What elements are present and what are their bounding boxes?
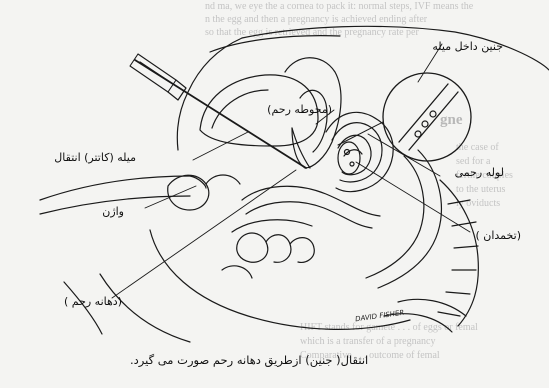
label-ovary: (تخمدان ) xyxy=(475,229,521,242)
leader-lines xyxy=(112,44,470,298)
label-cervix: (دهانه رحم ) xyxy=(64,295,122,308)
label-vagina: واژن xyxy=(102,205,124,218)
rectum-and-bowel xyxy=(232,150,441,288)
label-fetus-in-catheter: جنین داخل میله xyxy=(432,40,503,53)
label-catheter: میله (کاتتر) انتقال xyxy=(54,151,136,164)
label-fallopian-tube: لوله رحمی xyxy=(455,166,504,179)
label-uterine-cavity: (محوطه رحم) xyxy=(267,103,332,116)
figure-caption: انتقال( جنین) ازطریق دهانه رحم صورت می گ… xyxy=(130,354,368,367)
ovary xyxy=(338,142,360,174)
